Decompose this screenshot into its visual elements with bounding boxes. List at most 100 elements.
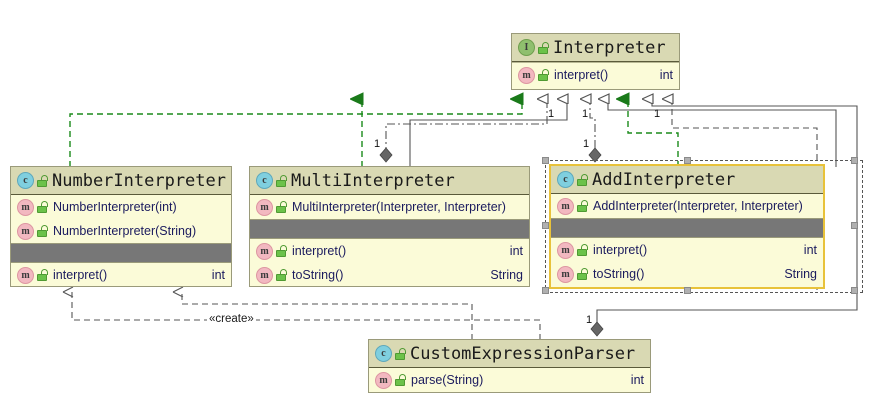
member-name: interpret() (292, 244, 347, 258)
member-name: interpret() (554, 68, 609, 82)
class-header: I Interpreter (512, 34, 679, 62)
selection-handle-bottom-right[interactable] (851, 287, 858, 294)
member-row[interactable]: m interpret() int (11, 263, 231, 287)
class-box-number-interpreter[interactable]: c NumberInterpreter m NumberInterpreter(… (10, 166, 232, 287)
stereotype-create-label: «create» (207, 313, 256, 325)
selection-handle-top-right[interactable] (851, 157, 858, 164)
unlock-icon (538, 69, 549, 81)
unlock-icon (577, 268, 588, 280)
edge-composition-add-2 (608, 99, 837, 167)
method-icon: m (17, 198, 34, 216)
member-row[interactable]: m interpret() int (250, 239, 529, 263)
class-box-interpreter[interactable]: I Interpreter m interpret() int (511, 33, 680, 90)
class-name: AddInterpreter (592, 169, 736, 190)
unlock-icon (395, 374, 406, 386)
member-row[interactable]: m MultiInterpreter(Interpreter, Interpre… (250, 195, 529, 219)
member-row[interactable]: m interpret() int (512, 63, 679, 87)
method-icon: m (375, 371, 392, 389)
member-name: interpret() (53, 268, 108, 282)
class-icon: c (557, 171, 574, 188)
unlock-icon (276, 245, 287, 257)
unlock-icon (577, 244, 588, 256)
section-band (11, 243, 231, 263)
selection-handle-bottom-center[interactable] (684, 287, 691, 294)
selection-handle-bottom-left[interactable] (542, 287, 549, 294)
member-row[interactable]: m NumberInterpreter(String) (11, 219, 231, 243)
method-icon: m (256, 242, 273, 260)
unlock-icon (37, 225, 48, 237)
section-band (250, 219, 529, 239)
method-icon: m (256, 266, 273, 284)
class-header: c NumberInterpreter (11, 167, 231, 195)
multiplicity-label: 1 (548, 108, 555, 120)
member-row[interactable]: m toString() String (551, 262, 823, 286)
member-name: NumberInterpreter(String) (53, 224, 197, 238)
selection-handle-top-left[interactable] (542, 157, 549, 164)
section-divider (512, 62, 679, 63)
multiplicity-label: 1 (583, 138, 590, 150)
edge-composition-multi-1 (379, 99, 547, 163)
unlock-icon (276, 201, 287, 213)
member-row[interactable]: m toString() String (250, 263, 529, 287)
member-row[interactable]: m NumberInterpreter(int) (11, 195, 231, 219)
class-box-multi-interpreter[interactable]: c MultiInterpreter m MultiInterpreter(In… (249, 166, 530, 287)
member-name: interpret() (593, 243, 648, 257)
member-name: parse(String) (411, 373, 484, 387)
class-header: c MultiInterpreter (250, 167, 529, 195)
class-icon: c (256, 172, 273, 189)
member-name: NumberInterpreter(int) (53, 200, 177, 214)
class-header: c AddInterpreter (551, 166, 823, 194)
unlock-icon (37, 201, 48, 213)
class-icon: c (17, 172, 34, 189)
member-type: int (630, 373, 644, 387)
member-row[interactable]: m parse(String) int (369, 368, 650, 392)
class-icon: c (375, 345, 392, 362)
edge-realization-number-interpreter (69, 99, 522, 167)
multiplicity-label: 1 (654, 108, 661, 120)
member-row[interactable]: m AddInterpreter(Interpreter, Interprete… (551, 194, 823, 218)
interface-icon: I (518, 39, 535, 56)
member-type: int (803, 243, 817, 257)
class-name: Interpreter (553, 37, 666, 58)
edge-realization-add-interpreter (628, 99, 679, 167)
member-name: MultiInterpreter(Interpreter, Interprete… (292, 200, 506, 214)
class-box-custom-expression-parser[interactable]: c CustomExpressionParser m parse(String)… (368, 339, 651, 393)
unlock-icon (37, 174, 48, 187)
edge-dependency-create-number (72, 292, 541, 340)
multiplicity-label: 1 (582, 108, 589, 120)
class-header: c CustomExpressionParser (369, 340, 650, 368)
class-name: NumberInterpreter (52, 170, 226, 191)
method-icon: m (557, 241, 574, 259)
member-row[interactable]: m interpret() int (551, 238, 823, 262)
unlock-icon (276, 174, 287, 187)
unlock-icon (395, 347, 406, 360)
method-icon: m (17, 222, 34, 240)
member-type: int (509, 244, 523, 258)
edge-composition-add-1 (589, 99, 602, 163)
member-name: toString() (593, 267, 645, 281)
member-type: int (659, 68, 673, 82)
method-icon: m (256, 198, 273, 216)
method-icon: m (557, 265, 574, 283)
method-icon: m (557, 197, 574, 215)
section-band (551, 218, 823, 238)
unlock-icon (577, 173, 588, 186)
selection-handle-top-center[interactable] (684, 157, 691, 164)
member-name: AddInterpreter(Interpreter, Interpreter) (593, 199, 803, 213)
method-icon: m (518, 66, 535, 84)
unlock-icon (37, 269, 48, 281)
member-name: toString() (292, 268, 344, 282)
selection-handle-mid-left[interactable] (542, 222, 549, 229)
class-box-add-interpreter[interactable]: c AddInterpreter m AddInterpreter(Interp… (549, 164, 825, 289)
multiplicity-label: 1 (374, 138, 381, 150)
multiplicity-label: 1 (586, 314, 593, 326)
class-name: MultiInterpreter (291, 170, 455, 191)
selection-handle-mid-right[interactable] (851, 222, 858, 229)
unlock-icon (276, 269, 287, 281)
method-icon: m (17, 266, 34, 284)
unlock-icon (538, 41, 549, 54)
class-name: CustomExpressionParser (410, 343, 636, 364)
member-type: int (211, 268, 225, 282)
member-type: String (784, 267, 817, 281)
